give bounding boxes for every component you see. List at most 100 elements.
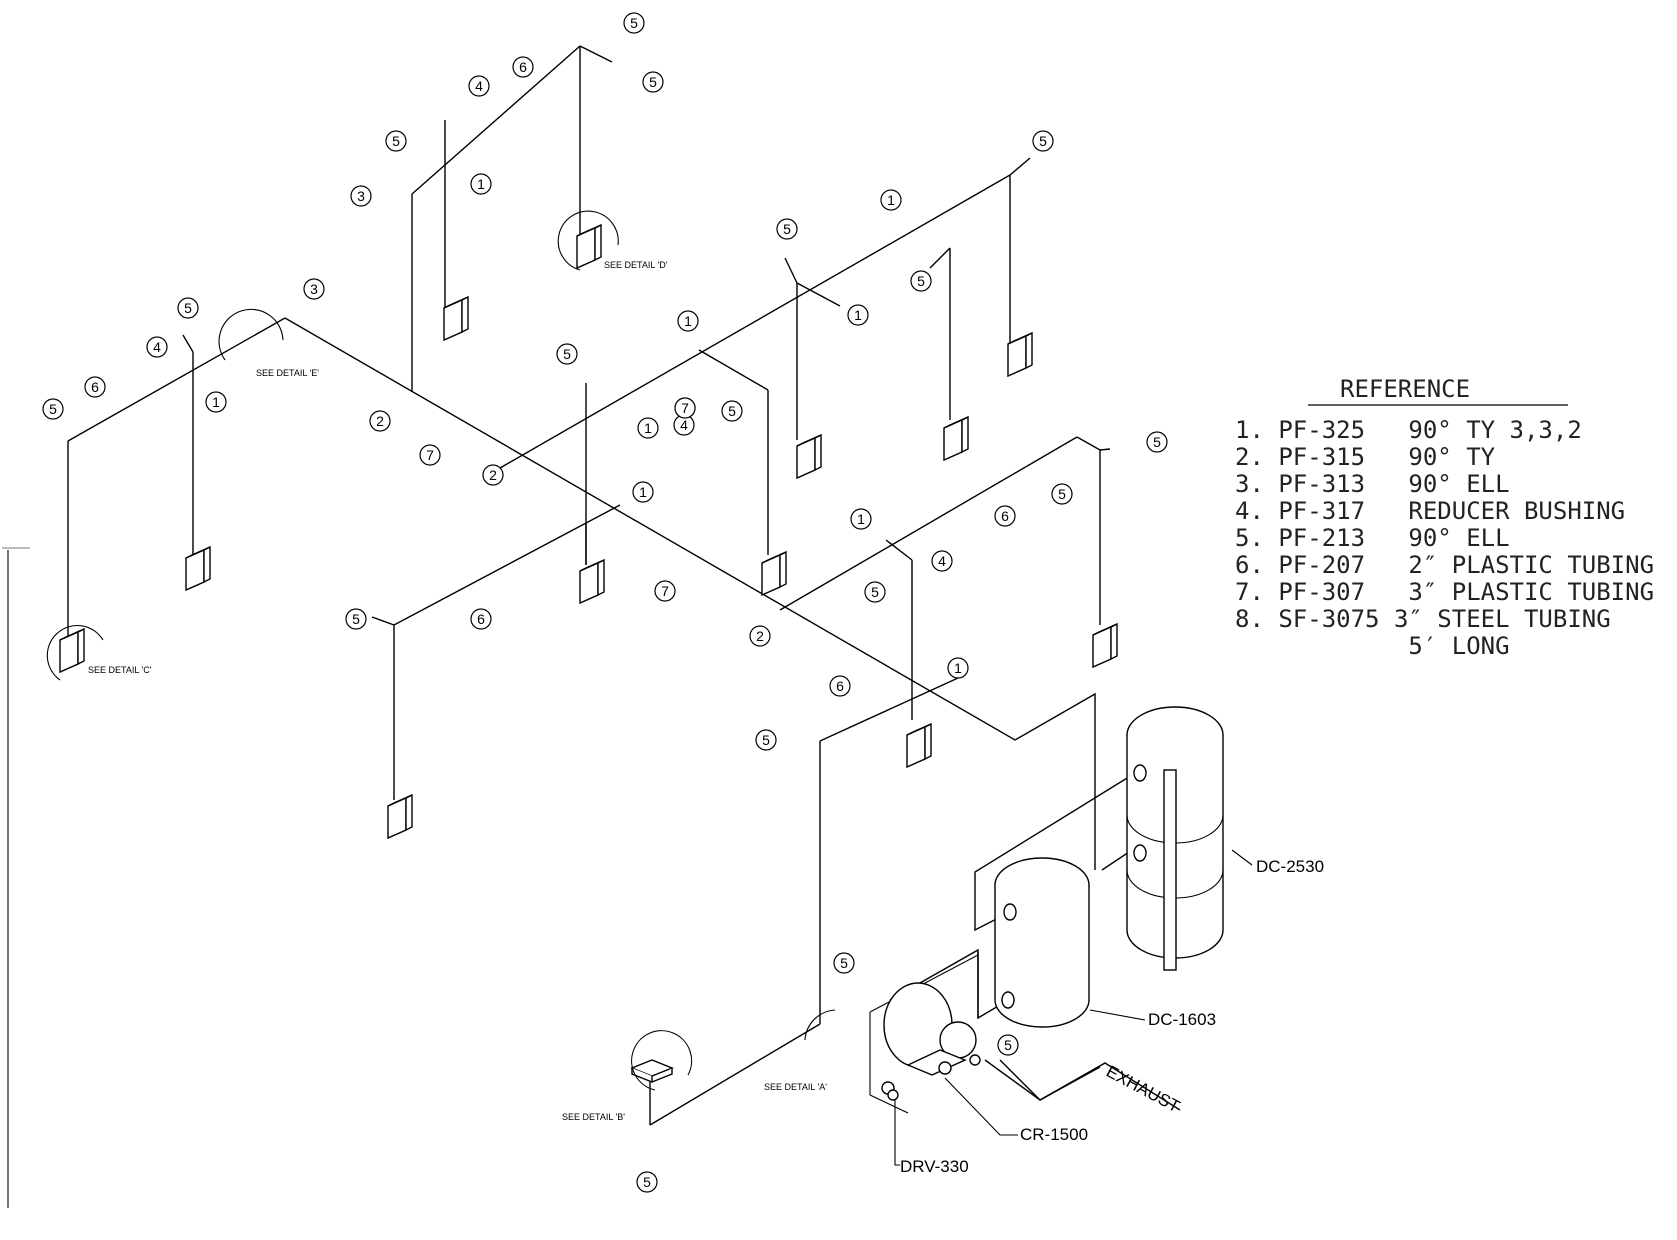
callout-number: 2 [756, 628, 764, 644]
reference-item: 3. PF-313 90° ELL [1235, 470, 1510, 498]
callout-bubble: 1 [637, 417, 659, 439]
callout-bubble: 5 [1146, 431, 1168, 453]
callout-bubble: 2 [749, 625, 771, 647]
callout-number: 1 [644, 420, 652, 436]
dust-collector-dc2530 [1126, 706, 1224, 971]
detail-d-label: SEE DETAIL 'D' [604, 260, 668, 270]
callout-bubble: 5 [910, 270, 932, 292]
callout-number: 3 [357, 188, 365, 204]
callout-number: 1 [684, 313, 692, 329]
callout-bubble: 1 [947, 657, 969, 679]
callout-bubble: 6 [512, 56, 534, 78]
callout-bubble: 5 [42, 398, 64, 420]
callout-number: 6 [91, 379, 99, 395]
callout-number: 4 [475, 78, 483, 94]
callout-number: 1 [639, 484, 647, 500]
callout-number: 5 [1004, 1037, 1012, 1053]
callout-number: 5 [643, 1174, 651, 1190]
callout-number: 5 [1153, 434, 1161, 450]
callout-bubble: 4 [146, 336, 168, 358]
callout-number: 5 [1058, 486, 1066, 502]
callout-number: 5 [871, 584, 879, 600]
callout-number: 5 [649, 74, 657, 90]
reference-item: 7. PF-307 3″ PLASTIC TUBING [1235, 578, 1654, 606]
callout-bubble: 3 [303, 278, 325, 300]
middle-upper-branch [492, 157, 1031, 565]
callout-bubble: 5 [636, 1171, 658, 1193]
callout-number: 7 [426, 447, 434, 463]
callout-bubble: 6 [84, 376, 106, 398]
callout-bubble: 4 [468, 75, 490, 97]
callout-number: 2 [489, 467, 497, 483]
callout-bubble: 1 [470, 173, 492, 195]
detail-c-label: SEE DETAIL 'C' [88, 665, 152, 675]
callout-number: 5 [917, 273, 925, 289]
callout-bubble: 5 [721, 400, 743, 422]
detail-markers [46, 210, 836, 1091]
callout-bubble: 1 [847, 304, 869, 326]
detail-a-label: SEE DETAIL 'A' [764, 1082, 827, 1092]
reference-item: 5′ LONG [1235, 632, 1510, 660]
cr1500-label: CR-1500 [1020, 1125, 1088, 1144]
callout-bubble: 6 [829, 675, 851, 697]
main-trunk-pipe [284, 317, 1096, 870]
callout-bubble: 7 [674, 397, 696, 419]
callout-bubble: 2 [369, 410, 391, 432]
reference-table: REFERENCE 1. PF-325 90° TY 3,3,22. PF-31… [1235, 375, 1654, 660]
callout-number: 4 [938, 553, 946, 569]
callout-number: 6 [519, 59, 527, 75]
callout-number: 5 [783, 221, 791, 237]
callout-number: 5 [840, 955, 848, 971]
callout-bubble: 5 [1032, 130, 1054, 152]
callout-bubble: 5 [1051, 483, 1073, 505]
callout-number: 5 [1039, 133, 1047, 149]
callout-bubble: 5 [997, 1034, 1019, 1056]
callout-bubble: 1 [632, 481, 654, 503]
reference-item: 8. SF-3075 3″ STEEL TUBING [1235, 605, 1611, 633]
reference-title: REFERENCE [1340, 375, 1470, 403]
dust-collector-dc1603 [994, 857, 1090, 1028]
callout-bubble: 6 [470, 608, 492, 630]
callout-bubble: 3 [350, 185, 372, 207]
exhaust-pipe [999, 1059, 1181, 1111]
callout-number: 1 [854, 307, 862, 323]
callout-number: 1 [954, 660, 962, 676]
callout-number: 3 [310, 281, 318, 297]
callout-bubble: 4 [931, 550, 953, 572]
blower-cr1500 [869, 954, 981, 1114]
far-left-branch [67, 317, 286, 640]
exhaust-label: EXHAUST [1103, 1062, 1183, 1116]
callout-bubble: 7 [654, 580, 676, 602]
callout-bubble: 6 [994, 505, 1016, 527]
callout-bubble: 7 [419, 444, 441, 466]
callout-number: 6 [1001, 508, 1009, 524]
detail-e-label: SEE DETAIL 'E' [256, 368, 319, 378]
drop-boxes [59, 223, 1118, 1084]
callout-bubble: 1 [850, 508, 872, 530]
callout-number: 5 [728, 403, 736, 419]
callout-bubble: 5 [755, 729, 777, 751]
callout-number: 6 [477, 611, 485, 627]
callout-bubble: 1 [677, 310, 699, 332]
callout-bubble: 5 [864, 581, 886, 603]
callout-bubble: 5 [776, 218, 798, 240]
drv330-label: DRV-330 [900, 1157, 969, 1176]
callout-bubble: 5 [385, 130, 407, 152]
detail-b-label: SEE DETAIL 'B' [562, 1112, 625, 1122]
callout-bubble: 5 [623, 12, 645, 34]
callout-number: 1 [887, 192, 895, 208]
reference-item: 5. PF-213 90° ELL [1235, 524, 1510, 552]
reference-item: 6. PF-207 2″ PLASTIC TUBING [1235, 551, 1654, 579]
upper-left-branch [411, 45, 613, 392]
callout-number: 7 [661, 583, 669, 599]
reference-item: 4. PF-317 REDUCER BUSHING [1235, 497, 1625, 525]
callout-bubble: 1 [880, 189, 902, 211]
dc1603-label: DC-1603 [1148, 1010, 1216, 1029]
reference-item: 2. PF-315 90° TY [1235, 443, 1496, 471]
callout-number: 5 [49, 401, 57, 417]
callout-bubbles: 5564531354651275164551172515156756514526… [42, 12, 1168, 1193]
callout-number: 5 [762, 732, 770, 748]
callout-number: 5 [392, 133, 400, 149]
callout-number: 5 [563, 346, 571, 362]
